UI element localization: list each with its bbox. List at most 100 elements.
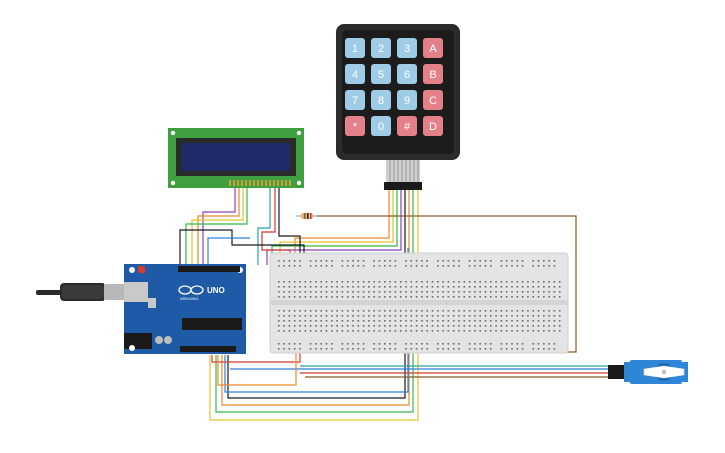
key-label: 1 [352, 43, 358, 55]
breadboard-hole [553, 296, 556, 298]
breadboard-hole [288, 296, 291, 298]
breadboard-hole [505, 291, 508, 293]
breadboard-hole [299, 343, 301, 345]
breadboard-hole [352, 310, 354, 312]
breadboard-hole [468, 325, 471, 327]
breadboard-hole [437, 265, 439, 267]
breadboard-hole [532, 286, 534, 288]
breadboard-hole [278, 286, 280, 288]
breadboard-hole [331, 291, 333, 293]
breadboard-hole [527, 296, 529, 298]
breadboard-hole [452, 296, 455, 298]
key-0-1[interactable] [371, 38, 391, 58]
breadboard-hole [484, 343, 487, 345]
breadboard-hole [484, 265, 487, 267]
breadboard-hole [516, 325, 519, 327]
breadboard-hole [341, 315, 344, 317]
breadboard-hole [399, 310, 402, 312]
breadboard-hole [293, 348, 296, 350]
breadboard-hole [389, 315, 391, 317]
breadboard-hole [452, 348, 455, 350]
breadboard-hole [320, 286, 322, 288]
wire-keypad-4 [266, 190, 402, 265]
reset-button[interactable] [138, 266, 145, 273]
breadboard-hole [537, 320, 540, 322]
breadboard-hole [309, 265, 312, 267]
key-0-0[interactable] [345, 38, 365, 58]
microcontroller-chip [182, 318, 242, 330]
breadboard-hole [548, 320, 550, 322]
key-3-1[interactable] [371, 116, 391, 136]
breadboard-hole [452, 291, 455, 293]
breadboard-hole [479, 260, 481, 262]
breadboard-hole [283, 348, 285, 350]
breadboard-hole [447, 260, 450, 262]
key-3-0[interactable] [345, 116, 365, 136]
breadboard-hole [399, 286, 402, 288]
breadboard-hole [437, 315, 439, 317]
breadboard-hole [463, 291, 466, 293]
breadboard-hole [315, 296, 317, 298]
breadboard-hole [384, 330, 386, 332]
key-3-2[interactable] [397, 116, 417, 136]
key-1-1[interactable] [371, 64, 391, 84]
breadboard-hole [500, 286, 503, 288]
breadboard-hole [394, 325, 397, 327]
breadboard-hole [490, 343, 492, 345]
breadboard-hole [553, 315, 556, 317]
breadboard-hole [315, 265, 317, 267]
breadboard-hole [320, 291, 322, 293]
breadboard-hole [283, 296, 285, 298]
key-0-2[interactable] [397, 38, 417, 58]
breadboard-hole [490, 315, 492, 317]
breadboard-hole [452, 281, 455, 283]
key-0-3[interactable] [423, 38, 443, 58]
breadboard-hole [384, 291, 386, 293]
breadboard-hole [346, 325, 349, 327]
key-label: # [404, 121, 411, 133]
breadboard-hole [357, 325, 360, 327]
breadboard-hole [452, 260, 455, 262]
key-1-0[interactable] [345, 64, 365, 84]
breadboard-hole [532, 260, 534, 262]
breadboard-hole [442, 320, 444, 322]
breadboard-hole [394, 330, 397, 332]
keypad-ribbon [384, 160, 422, 190]
breadboard-hole [309, 320, 312, 322]
key-2-0[interactable] [345, 90, 365, 110]
key-2-2[interactable] [397, 90, 417, 110]
breadboard-hole [325, 325, 328, 327]
breadboard-hole [537, 291, 540, 293]
key-2-1[interactable] [371, 90, 391, 110]
breadboard-hole [500, 296, 503, 298]
breadboard-hole [341, 310, 344, 312]
breadboard-hole [346, 330, 349, 332]
breadboard-hole [373, 260, 375, 262]
breadboard-hole [373, 291, 375, 293]
breadboard-hole [415, 281, 418, 283]
breadboard-hole [394, 348, 397, 350]
key-1-2[interactable] [397, 64, 417, 84]
breadboard-hole [373, 343, 375, 345]
breadboard-hole [490, 325, 492, 327]
wire-lcd-3 [191, 188, 244, 265]
key-label: 7 [352, 95, 358, 107]
key-1-3[interactable] [423, 64, 443, 84]
breadboard-hole [352, 343, 354, 345]
breadboard-hole [421, 281, 423, 283]
wire-lcd-7 [278, 188, 301, 265]
breadboard-hole [521, 281, 524, 283]
breadboard-hole [320, 310, 322, 312]
breadboard-hole [532, 281, 534, 283]
breadboard-hole [484, 291, 487, 293]
key-3-3[interactable] [423, 116, 443, 136]
breadboard-hole [458, 310, 460, 312]
breadboard-hole [341, 286, 344, 288]
breadboard-hole [431, 325, 434, 327]
key-2-3[interactable] [423, 90, 443, 110]
breadboard-hole [394, 296, 397, 298]
breadboard-hole [315, 325, 317, 327]
breadboard-hole [278, 315, 280, 317]
breadboard-hole [548, 330, 550, 332]
breadboard-hole [500, 348, 503, 350]
